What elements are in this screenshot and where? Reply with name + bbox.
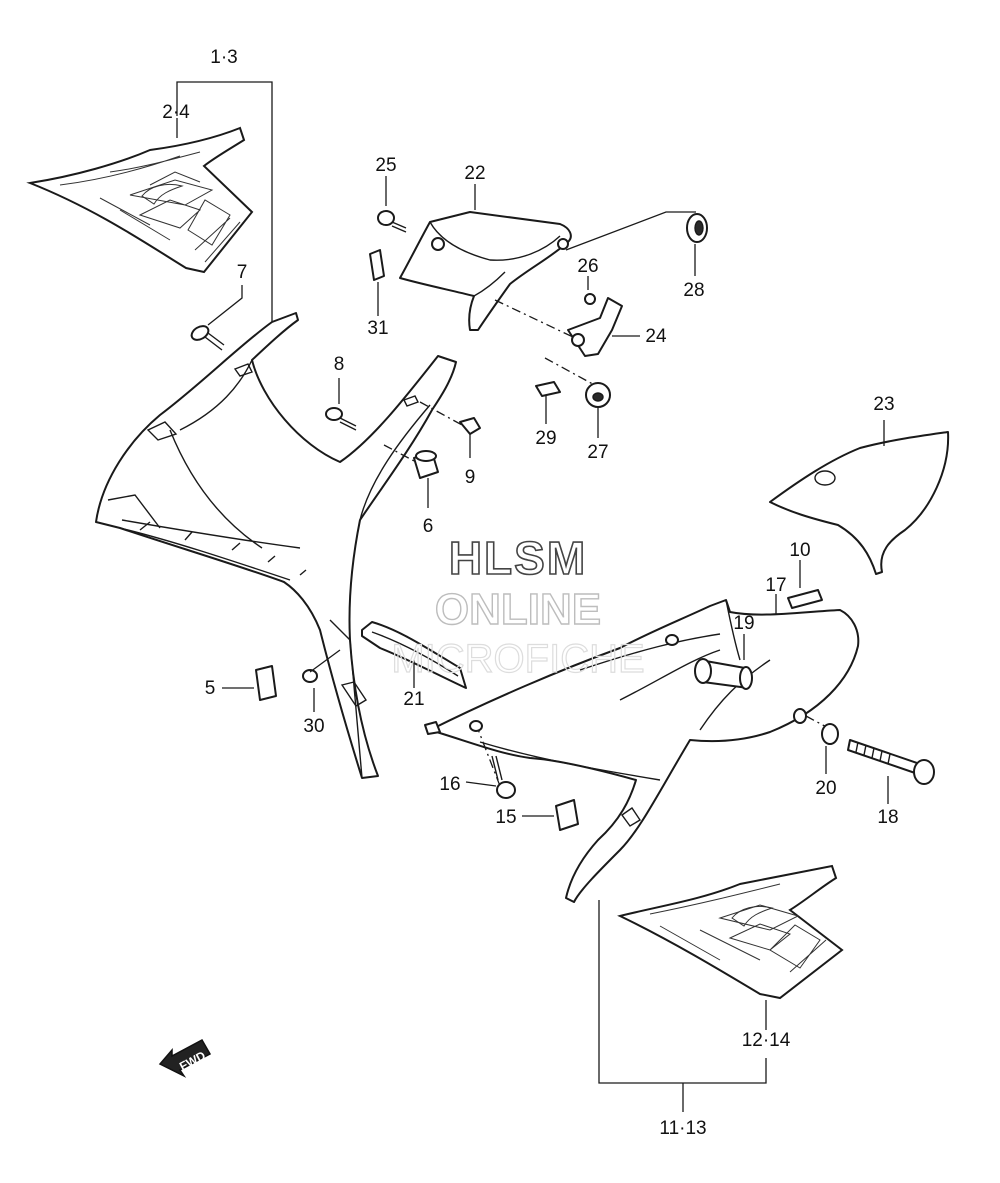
screw-25-part bbox=[377, 176, 407, 233]
bolt-26-part bbox=[584, 276, 596, 305]
inner-panel-23-part bbox=[769, 420, 950, 575]
pad-31-part bbox=[369, 249, 385, 316]
callout-16: 16 bbox=[439, 774, 460, 795]
callout-2-4: 2·4 bbox=[162, 102, 190, 123]
collar-19-part bbox=[694, 634, 753, 690]
bolt-18-20-part bbox=[805, 715, 935, 804]
callout-19: 19 bbox=[733, 613, 754, 634]
grommet-6-part bbox=[383, 444, 439, 508]
callout-24: 24 bbox=[645, 326, 667, 347]
strip-21-part bbox=[361, 621, 467, 689]
watermark-line-3: MICROFICHE bbox=[391, 637, 644, 681]
callout-20: 20 bbox=[815, 778, 836, 799]
bracket-cover-22-part bbox=[399, 184, 572, 331]
callout-21: 21 bbox=[403, 689, 424, 710]
upper-cowl-part bbox=[95, 312, 457, 779]
pad-10-part bbox=[787, 560, 823, 609]
callout-10: 10 bbox=[789, 540, 810, 561]
callout-8: 8 bbox=[334, 354, 345, 375]
callout-1-3: 1·3 bbox=[210, 47, 237, 68]
leader-11-13 bbox=[598, 900, 767, 1112]
callout-30: 30 bbox=[303, 716, 324, 737]
callout-9: 9 bbox=[465, 467, 476, 488]
callout-25: 25 bbox=[375, 155, 396, 176]
leader-28 bbox=[565, 211, 708, 276]
callout-17: 17 bbox=[765, 575, 786, 596]
clip-9-part bbox=[419, 401, 481, 458]
parts-5-30 bbox=[222, 649, 341, 712]
callout-22: 22 bbox=[464, 163, 485, 184]
callout-7: 7 bbox=[237, 262, 248, 283]
watermark-line-2: ONLINE bbox=[435, 585, 601, 634]
callout-27: 27 bbox=[587, 442, 608, 463]
callout-11-13: 11·13 bbox=[659, 1118, 706, 1139]
upper-decal-part bbox=[26, 126, 254, 274]
screw-7-part bbox=[190, 285, 243, 351]
callout-6: 6 bbox=[423, 516, 434, 537]
callout-12-14: 12·14 bbox=[742, 1030, 791, 1051]
callout-labels: 1·3 2·4 5 6 7 8 9 10 11·13 12·14 15 16 1… bbox=[162, 47, 898, 1139]
lower-decal-part bbox=[617, 864, 844, 1000]
watermark-line-1: HLSM bbox=[449, 532, 587, 584]
watermark: HLSM ONLINE MICROFICHE bbox=[391, 531, 646, 681]
callout-23: 23 bbox=[873, 394, 894, 415]
leader-1-3 bbox=[176, 81, 273, 322]
callout-29: 29 bbox=[535, 428, 556, 449]
callout-18: 18 bbox=[877, 807, 898, 828]
parts-15-16 bbox=[465, 720, 579, 831]
fwd-arrow-icon: FWD bbox=[158, 1038, 212, 1078]
callout-15: 15 bbox=[495, 807, 516, 828]
parts-27-29 bbox=[535, 357, 611, 438]
callout-26: 26 bbox=[577, 256, 598, 277]
screw-8-part bbox=[325, 378, 357, 431]
callout-31: 31 bbox=[367, 318, 388, 339]
callout-5: 5 bbox=[205, 678, 216, 699]
bracket-24-part bbox=[494, 297, 640, 357]
callout-28: 28 bbox=[683, 280, 704, 301]
